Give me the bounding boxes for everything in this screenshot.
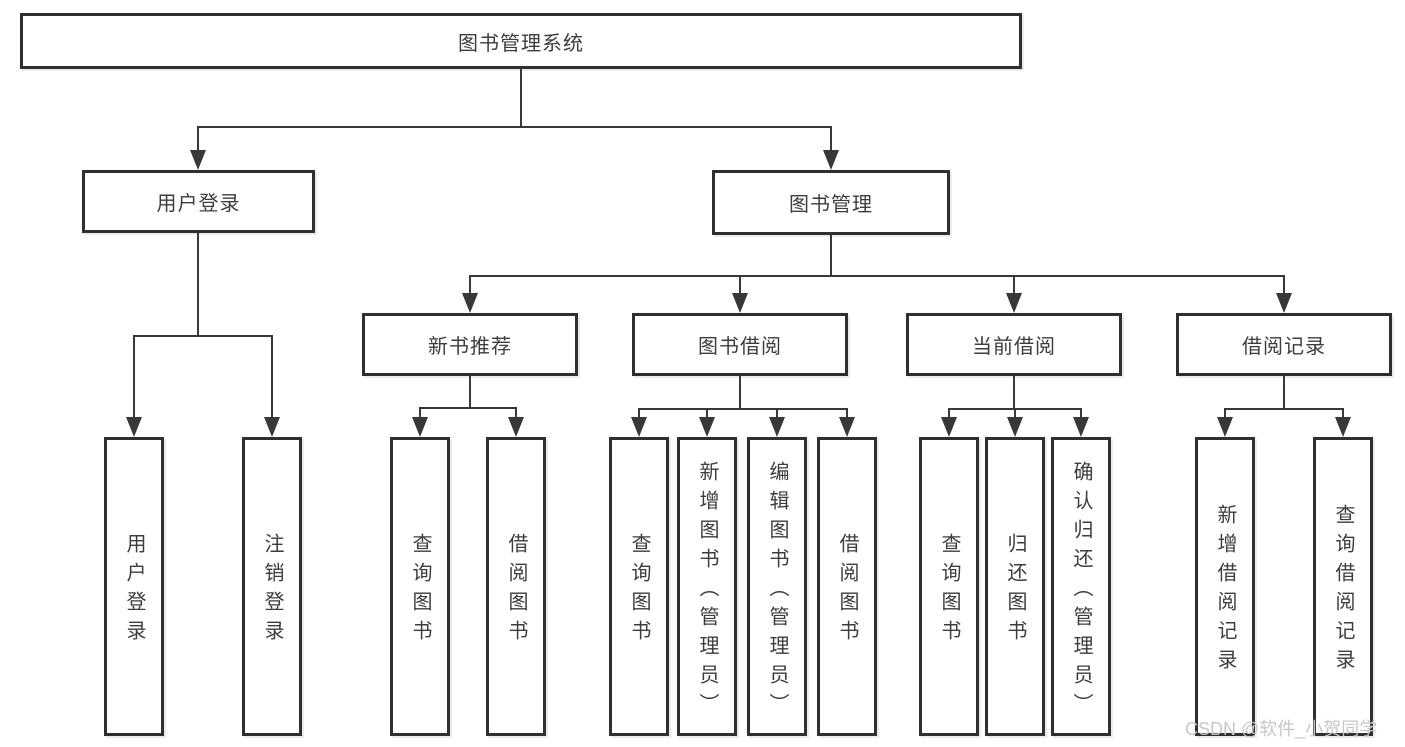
leaf-add-borrow-record: 新增借阅记录 <box>1195 437 1255 736</box>
connector-line <box>1014 408 1016 419</box>
arrow-down-icon <box>1335 417 1351 437</box>
leaf-label: 确认归还（管理员） <box>1070 460 1092 722</box>
connector-line <box>1224 408 1344 410</box>
node-book-management: 图书管理 <box>712 170 950 235</box>
connector-line <box>739 376 741 408</box>
arrow-down-icon <box>732 293 748 313</box>
node-current-borrow: 当前借阅 <box>906 313 1122 376</box>
leaf-query-borrow-record: 查询借阅记录 <box>1313 437 1373 736</box>
connector-line <box>469 275 1285 277</box>
connector-line <box>739 275 741 295</box>
connector-line <box>197 233 199 335</box>
connector-line <box>133 335 273 337</box>
arrow-down-icon <box>631 417 647 437</box>
connector-line <box>776 408 778 419</box>
connector-line <box>469 376 471 407</box>
leaf-label: 归还图书 <box>1004 533 1026 649</box>
connector-line <box>1342 408 1344 419</box>
leaf-query-books-borrow: 查询图书 <box>609 437 669 736</box>
node-label: 图书借阅 <box>698 336 782 358</box>
leaf-add-book-admin: 新增图书（管理员） <box>677 437 737 736</box>
arrow-down-icon <box>769 417 785 437</box>
leaf-label: 注销登录 <box>261 533 283 649</box>
connector-line <box>197 126 832 128</box>
leaf-label: 新增借阅记录 <box>1214 504 1236 678</box>
connector-line <box>419 407 517 409</box>
arrow-down-icon <box>839 417 855 437</box>
connector-line <box>830 235 832 275</box>
arrow-down-icon <box>823 150 839 170</box>
arrow-down-icon <box>941 417 957 437</box>
leaf-edit-book-admin: 编辑图书（管理员） <box>747 437 807 736</box>
connector-line <box>638 408 848 410</box>
connector-line <box>1013 275 1015 295</box>
node-label: 图书管理 <box>789 194 873 216</box>
connector-line <box>469 275 471 295</box>
connector-line <box>948 408 950 419</box>
connector-line <box>133 335 135 419</box>
connector-line <box>706 408 708 419</box>
leaf-label: 查询图书 <box>409 533 431 649</box>
node-borrow-record: 借阅记录 <box>1176 313 1392 376</box>
connector-line <box>1283 275 1285 295</box>
leaf-borrow-books: 借阅图书 <box>817 437 877 736</box>
leaf-borrow-books-recommend: 借阅图书 <box>486 437 546 736</box>
arrow-down-icon <box>1217 417 1233 437</box>
leaf-query-books-current: 查询图书 <box>919 437 979 736</box>
connector-line <box>638 408 640 419</box>
node-user-login: 用户登录 <box>82 170 315 233</box>
node-book-borrow: 图书借阅 <box>632 313 848 376</box>
connector-line <box>515 407 517 419</box>
leaf-label: 查询图书 <box>628 533 650 649</box>
arrow-down-icon <box>190 150 206 170</box>
connector-line <box>419 407 421 419</box>
connector-line <box>1013 376 1015 408</box>
leaf-label: 借阅图书 <box>505 533 527 649</box>
leaf-label: 编辑图书（管理员） <box>766 460 788 722</box>
csdn-watermark: CSDN @软件_小贺同学 <box>1185 719 1378 739</box>
leaf-label: 借阅图书 <box>836 533 858 649</box>
node-new-book-recommend: 新书推荐 <box>362 313 578 376</box>
node-label: 用户登录 <box>156 193 241 215</box>
node-label: 当前借阅 <box>972 336 1056 358</box>
arrow-down-icon <box>699 417 715 437</box>
node-label: 借阅记录 <box>1242 336 1326 358</box>
arrow-down-icon <box>412 417 428 437</box>
connector-line <box>1224 408 1226 419</box>
leaf-query-books-recommend: 查询图书 <box>390 437 450 736</box>
leaf-label: 用户登录 <box>123 533 145 649</box>
leaf-confirm-return-admin: 确认归还（管理员） <box>1051 437 1111 736</box>
arrow-down-icon <box>1073 417 1089 437</box>
node-label: 新书推荐 <box>428 336 512 358</box>
leaf-label: 新增图书（管理员） <box>696 460 718 722</box>
connector-line <box>197 126 199 152</box>
arrow-down-icon <box>508 417 524 437</box>
node-root-label: 图书管理系统 <box>458 32 584 55</box>
arrow-down-icon <box>1006 293 1022 313</box>
arrow-down-icon <box>126 417 142 437</box>
arrow-down-icon <box>1276 293 1292 313</box>
leaf-return-book: 归还图书 <box>985 437 1045 736</box>
connector-line <box>1283 376 1285 408</box>
node-root: 图书管理系统 <box>20 13 1022 69</box>
leaf-label: 查询图书 <box>938 533 960 649</box>
connector-line <box>1080 408 1082 419</box>
leaf-user-login: 用户登录 <box>104 437 164 736</box>
connector-line <box>271 335 273 419</box>
connector-line <box>520 69 522 126</box>
arrow-down-icon <box>462 293 478 313</box>
leaf-label: 查询借阅记录 <box>1332 504 1354 678</box>
arrow-down-icon <box>1007 417 1023 437</box>
leaf-logout: 注销登录 <box>242 437 302 736</box>
connector-line <box>846 408 848 419</box>
arrow-down-icon <box>264 417 280 437</box>
connector-line <box>830 126 832 152</box>
